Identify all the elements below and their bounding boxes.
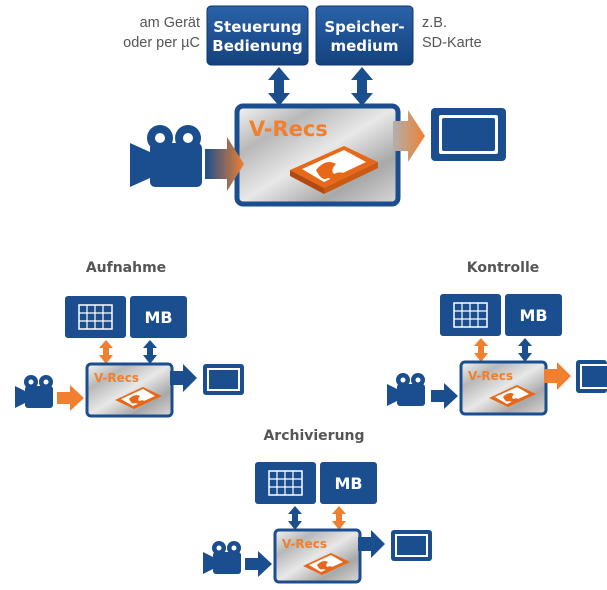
storage-box: Speicher- medium: [315, 5, 414, 66]
mb-double-arrow: [332, 506, 346, 530]
control-box-line2: Bedienung: [212, 37, 302, 55]
output-arrow: [544, 362, 571, 390]
left-note-line2: oder per µC: [123, 35, 200, 51]
control-double-arrow: [268, 67, 290, 106]
mode-archivierung: Archivierung MB V-Recs: [203, 428, 432, 584]
monitor-icon: [431, 108, 506, 161]
control-box: Steuerung Bedienung: [206, 5, 309, 66]
output-arrow: [358, 530, 385, 558]
mb-label: MB: [334, 474, 362, 493]
storage-double-arrow: [351, 67, 373, 106]
mb-double-arrow: [518, 338, 532, 362]
left-note-line1: am Gerät: [140, 15, 200, 31]
mb-double-arrow: [143, 340, 157, 364]
mb-label: MB: [519, 306, 547, 325]
mode-kontrolle: Kontrolle MB V-Recs: [387, 260, 607, 416]
device-label: V-Recs: [94, 371, 139, 385]
keypad-icon: [65, 296, 126, 338]
v-recs-device: V-Recs: [234, 103, 401, 207]
monitor-icon: [391, 530, 432, 561]
chip-icon: [290, 146, 378, 194]
v-recs-device: V-Recs: [273, 528, 362, 584]
chip-icon: [303, 553, 350, 575]
camera-icon: [203, 541, 241, 574]
right-note-line2: SD-Karte: [422, 35, 482, 51]
monitor-icon: [576, 360, 607, 393]
input-arrow: [431, 383, 458, 409]
device-label: V-Recs: [468, 369, 513, 383]
output-arrow: [170, 364, 197, 392]
v-recs-device: V-Recs: [85, 362, 174, 418]
chip-icon: [489, 385, 536, 407]
device-label: V-Recs: [249, 117, 328, 141]
control-box-line1: Steuerung: [213, 18, 302, 36]
monitor-icon: [203, 364, 244, 395]
input-arrow: [245, 551, 272, 577]
mode-title: Kontrolle: [467, 260, 540, 276]
camera-icon: [130, 125, 202, 187]
right-note-line1: z.B.: [422, 15, 447, 31]
keypad-icon: [440, 294, 501, 336]
input-arrow: [205, 137, 244, 191]
device-label: V-Recs: [282, 537, 327, 551]
mode-title: Archivierung: [263, 428, 364, 444]
keypad-double-arrow: [474, 338, 488, 362]
mode-title: Aufnahme: [86, 260, 166, 276]
keypad-icon: [255, 462, 316, 504]
mb-box: MB: [505, 294, 562, 336]
v-recs-device: V-Recs: [459, 360, 548, 416]
input-arrow: [57, 385, 84, 411]
storage-box-line1: Speicher-: [324, 18, 404, 36]
storage-box-line2: medium: [331, 37, 399, 55]
overview-diagram: am Gerät oder per µC z.B. SD-Karte Steue…: [123, 5, 506, 207]
chip-icon: [115, 387, 162, 409]
mb-box: MB: [130, 296, 187, 338]
mb-label: MB: [144, 308, 172, 327]
keypad-double-arrow: [99, 340, 113, 364]
output-arrow: [393, 110, 425, 162]
camera-icon: [15, 375, 53, 408]
camera-icon: [387, 373, 425, 406]
keypad-double-arrow: [288, 506, 302, 530]
mb-box: MB: [320, 462, 377, 504]
mode-aufnahme: Aufnahme MB V-Recs: [15, 260, 244, 418]
